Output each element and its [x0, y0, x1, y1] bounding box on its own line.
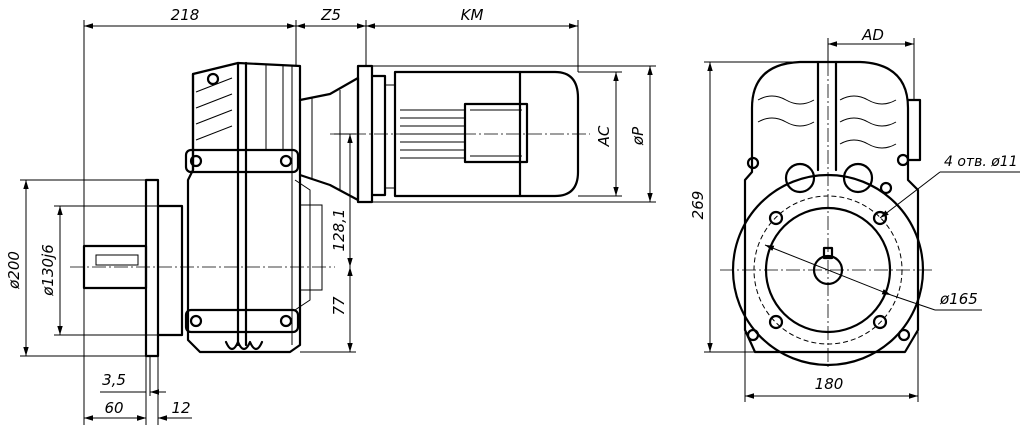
gear-housing [184, 61, 323, 354]
dim-p: øP [629, 126, 647, 146]
dim-3-5: 3,5 [102, 371, 126, 389]
dim-d200: ø200 [5, 251, 23, 290]
dim-60: 60 [104, 399, 123, 417]
dim-180: 180 [815, 375, 844, 393]
motor-adapter [298, 76, 360, 202]
dim-d165: ø165 [939, 290, 978, 308]
dim-z5: Z5 [320, 6, 341, 24]
dim-km: KM [461, 6, 484, 24]
dim-ac: AC [595, 125, 613, 147]
output-flange [144, 178, 184, 358]
dim-d130j6: ø130j6 [39, 244, 57, 297]
dim-77: 77 [330, 296, 348, 316]
dim-ad: AD [861, 26, 884, 44]
dim-269: 269 [689, 191, 707, 220]
holes-note: 4 отв. ø11 [944, 154, 1018, 170]
front-view: AD 269 4 отв. ø11 ø165 180 [689, 26, 1020, 402]
dim-12: 12 [171, 399, 190, 417]
dim-218: 218 [171, 6, 200, 24]
dim-128-1: 128,1 [330, 209, 348, 252]
front-flange [720, 40, 982, 370]
side-view: 218 Z5 KM AC øP 128,1 77 ø200 ø130j6 [5, 6, 656, 425]
housing-bolts [189, 72, 293, 328]
